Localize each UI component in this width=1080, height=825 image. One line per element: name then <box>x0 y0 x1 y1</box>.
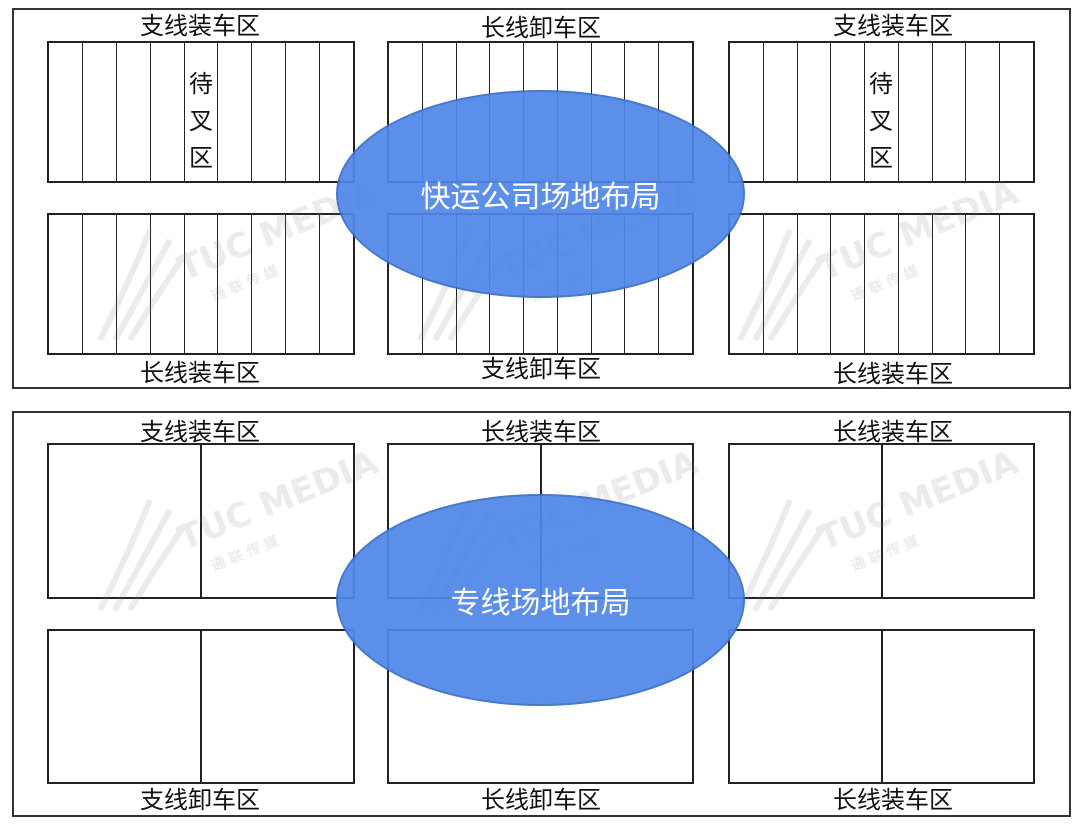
bottom-center-ellipse: 专线场地布局 <box>336 494 745 706</box>
forklift-wait-zone-left: 待叉区 <box>189 70 213 172</box>
top-center-ellipse: 快运公司场地布局 <box>336 90 745 298</box>
top-label-bottom-center: 支线卸车区 <box>481 355 601 383</box>
bottom-layout-title: 专线场地布局 <box>450 586 631 621</box>
top-lot-lower-left <box>47 213 355 355</box>
bottom-label-bottom-left: 支线卸车区 <box>140 786 260 814</box>
bottom-label-top-left: 支线装车区 <box>140 418 260 446</box>
bottom-label-top-right: 长线装车区 <box>833 418 953 446</box>
bottom-lot-upper-left <box>47 443 355 599</box>
top-lot-upper-right <box>728 41 1035 183</box>
top-label-top-left: 支线装车区 <box>140 12 260 40</box>
forklift-wait-zone-right: 待叉区 <box>869 70 893 172</box>
top-label-top-center: 长线卸车区 <box>481 14 601 42</box>
bottom-lot-upper-right <box>728 443 1035 599</box>
bottom-lot-lower-left <box>47 629 355 784</box>
top-lot-upper-left <box>47 41 355 183</box>
bottom-label-bottom-right: 长线装车区 <box>833 786 953 814</box>
top-lot-lower-right <box>728 213 1035 355</box>
bottom-label-top-center: 长线装车区 <box>481 418 601 446</box>
top-layout-title: 快运公司场地布局 <box>420 180 661 215</box>
top-label-bottom-left: 长线装车区 <box>140 359 260 387</box>
bottom-lot-lower-right <box>728 629 1035 784</box>
top-label-bottom-right: 长线装车区 <box>833 360 953 388</box>
top-label-top-right: 支线装车区 <box>833 12 953 40</box>
bottom-label-bottom-center: 长线卸车区 <box>481 786 601 814</box>
